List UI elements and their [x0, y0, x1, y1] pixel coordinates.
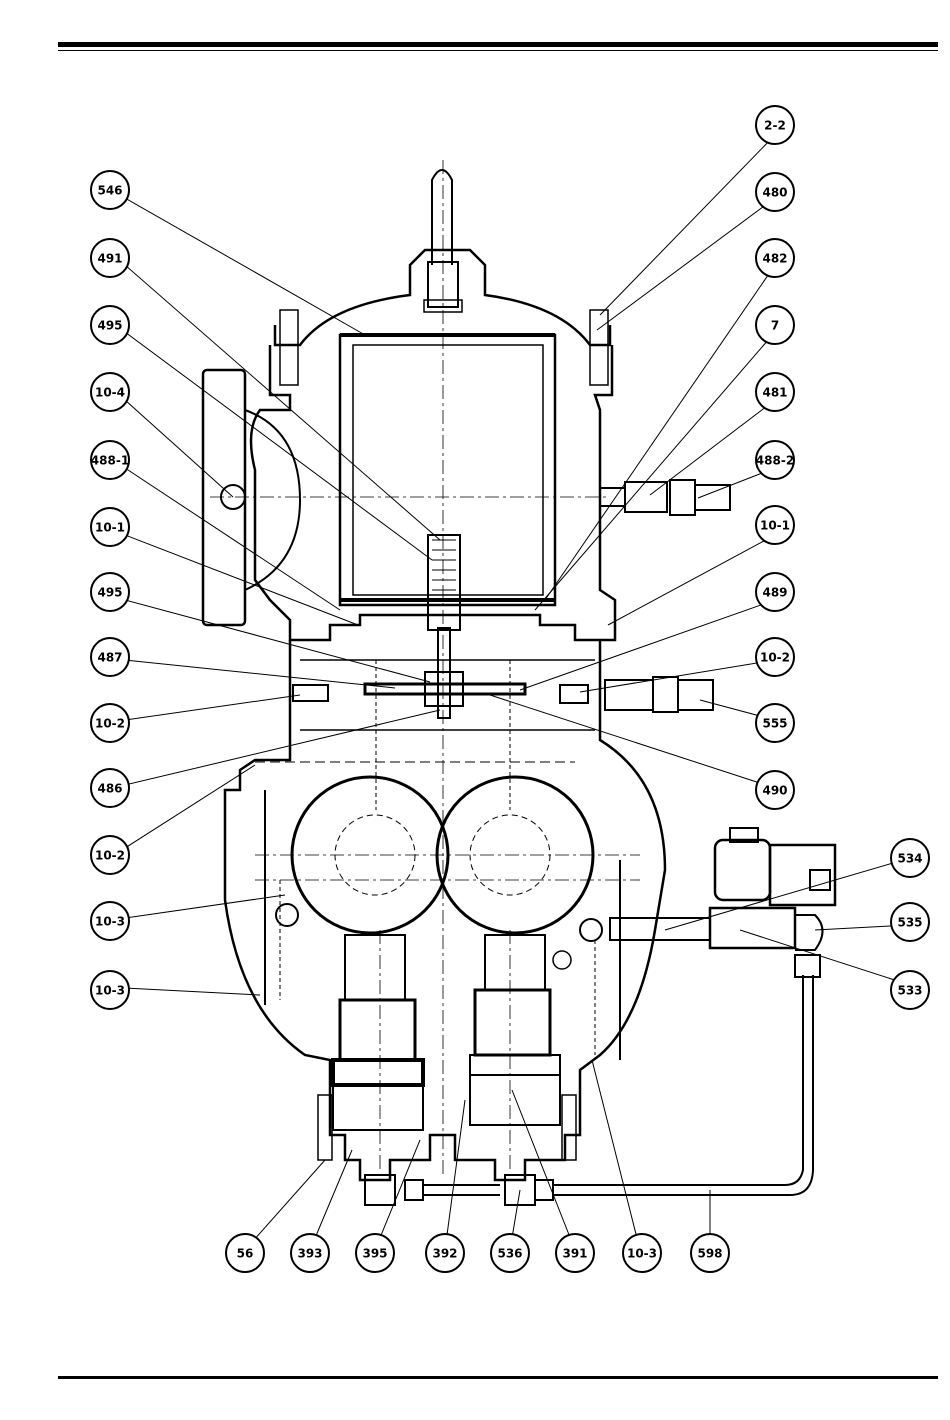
- callout-label: 482: [762, 252, 787, 266]
- callout-lbl-480: 480: [756, 173, 794, 211]
- callout-label: 488-1: [91, 454, 129, 468]
- callout-label: 391: [562, 1247, 587, 1261]
- callout-lbl-392: 392: [426, 1234, 464, 1272]
- callout-label: 10-1: [760, 519, 790, 533]
- callout-label: 533: [897, 984, 922, 998]
- callout-lbl-395: 395: [356, 1234, 394, 1272]
- callout-lbl-546: 546: [91, 171, 129, 209]
- callout-label: 481: [762, 386, 787, 400]
- callout-label: 490: [762, 784, 787, 798]
- callout-lbl-10-4: 10-4: [91, 373, 129, 411]
- callout-label: 487: [97, 651, 122, 665]
- callout-lbl-7: 7: [756, 306, 794, 344]
- callout-label: 10-3: [627, 1247, 657, 1261]
- callout-label: 10-4: [95, 386, 125, 400]
- callout-label: 56: [237, 1247, 254, 1261]
- callout-lbl-495b: 495: [91, 573, 129, 611]
- callout-lbl-488-2: 488-2: [756, 441, 794, 479]
- callout-label: 598: [697, 1247, 722, 1261]
- callout-lbl-486: 486: [91, 769, 129, 807]
- callout-lbl-535: 535: [891, 903, 929, 941]
- callout-label: 555: [762, 717, 787, 731]
- callout-label: 392: [432, 1247, 457, 1261]
- callout-lbl-391: 391: [556, 1234, 594, 1272]
- callout-lbl-598: 598: [691, 1234, 729, 1272]
- callout-label: 2-2: [764, 119, 786, 133]
- callout-label: 495: [97, 319, 122, 333]
- callout-label: 395: [362, 1247, 387, 1261]
- callout-label: 393: [297, 1247, 322, 1261]
- callout-lbl-490: 490: [756, 771, 794, 809]
- callout-lbl-10-1b: 10-1: [756, 506, 794, 544]
- callout-lbl-10-2c: 10-2: [756, 638, 794, 676]
- callout-label: 486: [97, 782, 122, 796]
- callout-lbl-533: 533: [891, 971, 929, 1009]
- callout-lbl-10-1a: 10-1: [91, 508, 129, 546]
- callout-label: 495: [97, 586, 122, 600]
- callout-label: 535: [897, 916, 922, 930]
- callout-label: 546: [97, 184, 122, 198]
- callout-label: 534: [897, 852, 922, 866]
- callout-lbl-536: 536: [491, 1234, 529, 1272]
- callout-label: 488-2: [756, 454, 794, 468]
- callout-lbl-393: 393: [291, 1234, 329, 1272]
- callout-label: 491: [97, 252, 122, 266]
- callout-lbl-491: 491: [91, 239, 129, 277]
- callout-label: 536: [497, 1247, 522, 1261]
- callout-lbl-481: 481: [756, 373, 794, 411]
- callout-label: 10-3: [95, 984, 125, 998]
- callout-lbl-482: 482: [756, 239, 794, 277]
- callout-lbl-2-2: 2-2: [756, 106, 794, 144]
- callout-lbl-487: 487: [91, 638, 129, 676]
- callout-lbl-10-3a: 10-3: [91, 902, 129, 940]
- callout-label: 480: [762, 186, 787, 200]
- callout-lbl-10-2b: 10-2: [91, 836, 129, 874]
- callout-label: 10-3: [95, 915, 125, 929]
- callout-label: 10-2: [95, 717, 125, 731]
- pump-body: [203, 160, 835, 1205]
- callout-lbl-489: 489: [756, 573, 794, 611]
- callout-label: 7: [771, 319, 779, 333]
- callout-lbl-10-3b: 10-3: [91, 971, 129, 1009]
- footer-rule: [58, 1376, 938, 1379]
- callout-lbl-534: 534: [891, 839, 929, 877]
- callout-label: 10-1: [95, 521, 125, 535]
- callout-label: 10-2: [760, 651, 790, 665]
- callout-lbl-10-2a: 10-2: [91, 704, 129, 742]
- callout-lbl-56: 56: [226, 1234, 264, 1272]
- callout-lbl-488-1: 488-1: [91, 441, 129, 479]
- callout-lbl-555: 555: [756, 704, 794, 742]
- callout-label: 10-2: [95, 849, 125, 863]
- callout-label: 489: [762, 586, 787, 600]
- callout-lbl-495a: 495: [91, 306, 129, 344]
- callout-lbl-10-3c: 10-3: [623, 1234, 661, 1272]
